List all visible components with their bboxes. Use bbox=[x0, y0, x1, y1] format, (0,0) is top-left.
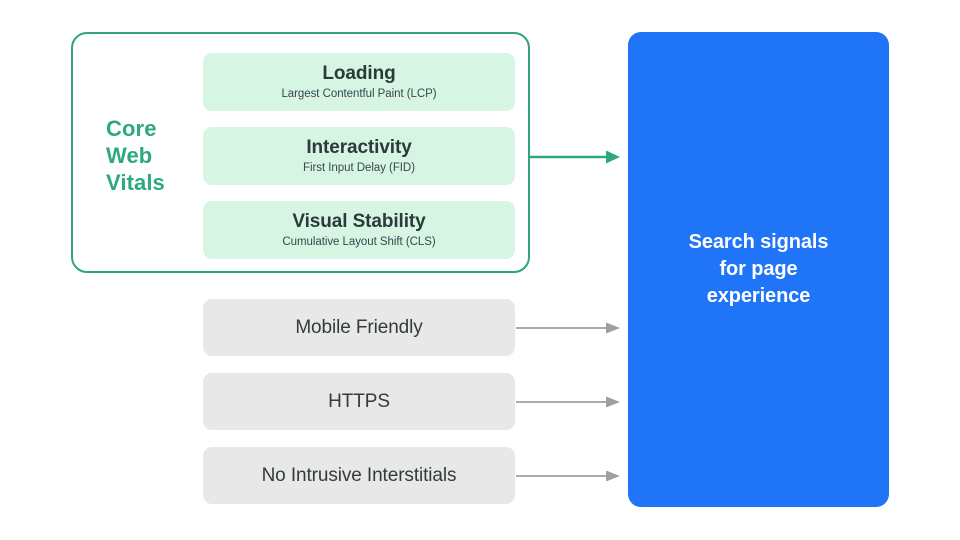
signal-box-mobile-friendly: Mobile Friendly bbox=[203, 299, 515, 356]
metric-subtitle: Largest Contentful Paint (LCP) bbox=[281, 87, 437, 100]
arrow-mobile-friendly-to-search-signals bbox=[516, 322, 620, 334]
signal-label: Mobile Friendly bbox=[295, 316, 423, 338]
metric-title: Loading bbox=[322, 62, 396, 84]
metric-subtitle: Cumulative Layout Shift (CLS) bbox=[282, 235, 436, 248]
core-web-vitals-group-label: Core Web Vitals bbox=[106, 116, 165, 195]
metric-title: Interactivity bbox=[306, 136, 412, 158]
arrow-https-to-search-signals bbox=[516, 396, 620, 408]
metric-card-interactivity: Interactivity First Input Delay (FID) bbox=[203, 127, 515, 185]
signal-label: No Intrusive Interstitials bbox=[261, 464, 457, 486]
metric-subtitle: First Input Delay (FID) bbox=[303, 161, 415, 174]
search-signals-panel: Search signals for page experience bbox=[628, 32, 889, 507]
arrow-core-web-vitals-to-search-signals bbox=[528, 150, 620, 164]
metric-card-visual-stability: Visual Stability Cumulative Layout Shift… bbox=[203, 201, 515, 259]
signal-box-no-intrusive-interstitials: No Intrusive Interstitials bbox=[203, 447, 515, 504]
metric-card-loading: Loading Largest Contentful Paint (LCP) bbox=[203, 53, 515, 111]
signal-label: HTTPS bbox=[328, 390, 390, 412]
signal-box-https: HTTPS bbox=[203, 373, 515, 430]
search-signals-label: Search signals for page experience bbox=[688, 231, 829, 307]
arrow-no-intrusive-interstitials-to-search-signals bbox=[516, 470, 620, 482]
metric-title: Visual Stability bbox=[292, 210, 426, 232]
